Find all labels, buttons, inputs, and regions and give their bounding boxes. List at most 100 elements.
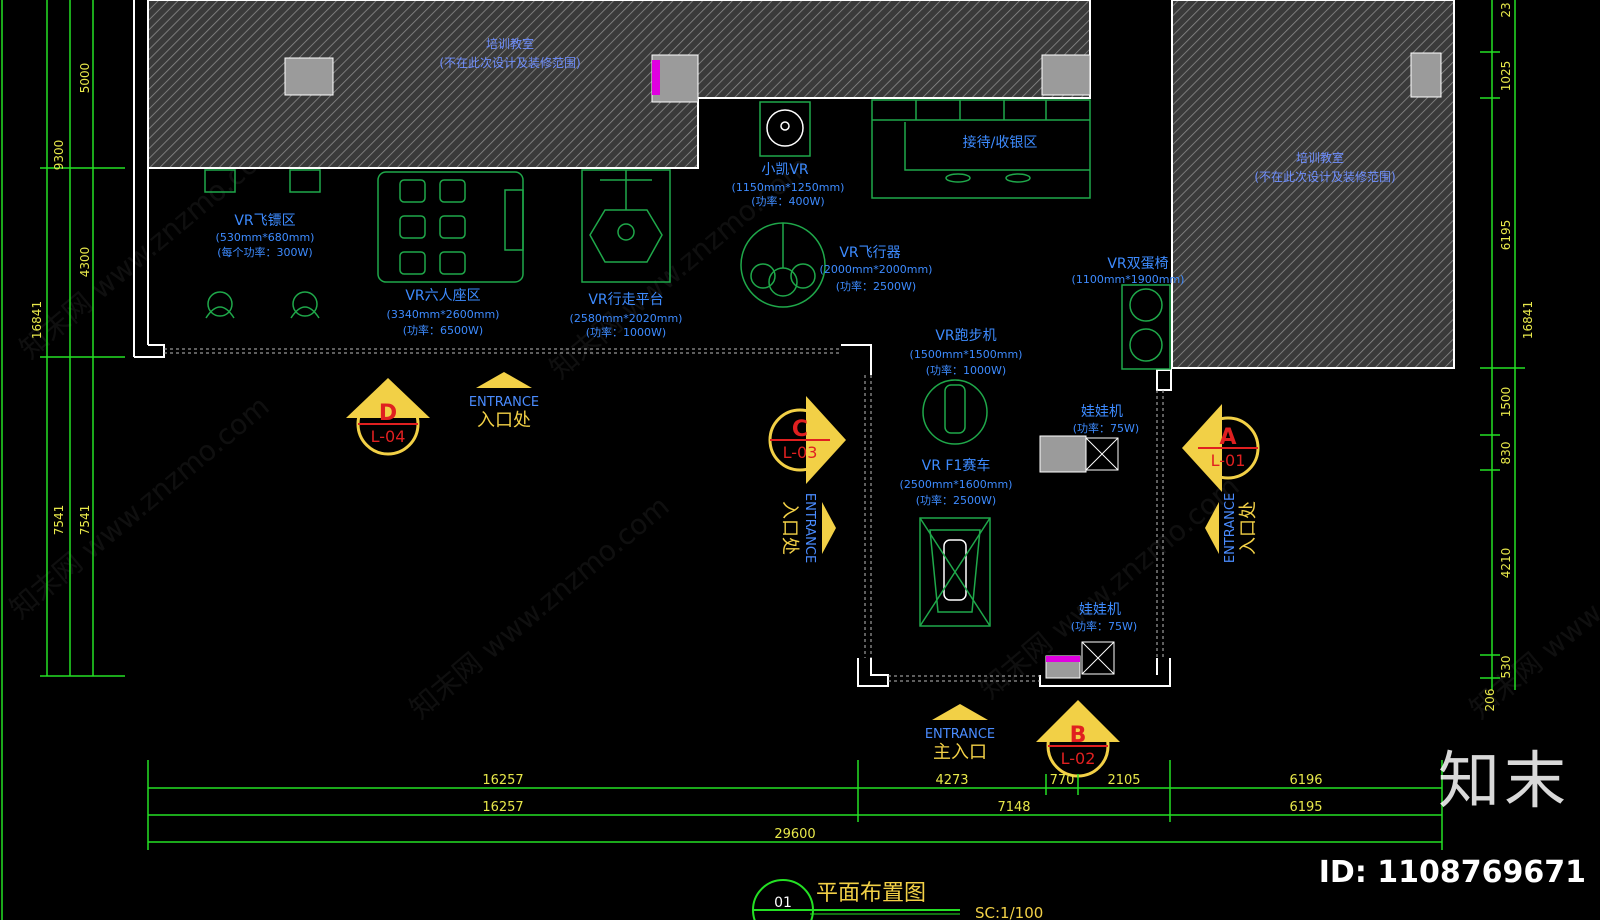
entrance-a-side: ENTRANCE 入口处 — [1205, 493, 1259, 563]
xiaokai-power: (功率：400W) — [751, 194, 824, 208]
classroom-right-name: 培训教室 — [1296, 150, 1344, 165]
flyer-power: (功率：2500W) — [836, 279, 916, 293]
marker-a-letter: A — [1219, 425, 1236, 450]
entrance-en-label: ENTRANCE — [469, 395, 539, 410]
left-dimension-group — [1, 0, 125, 920]
claw-machine-2-name: 娃娃机 — [1079, 602, 1121, 618]
dim-bottom-4: 2105 — [1107, 773, 1140, 788]
walk-platform-power: (功率：1000W) — [586, 325, 666, 339]
flyer-equipment — [740, 222, 826, 308]
claw-machine-1-power: (功率：75W) — [1073, 421, 1139, 435]
entrance-c-cn: 入口处 — [779, 501, 800, 555]
dim-right-4: 16841 — [1521, 301, 1535, 339]
reception-label: 接待/收银区 — [963, 134, 1038, 151]
classroom-left-note: (不在此次设计及装修范围) — [439, 55, 580, 70]
six-seat-power: (功率：6500W) — [403, 323, 483, 337]
xiaokai-size: (1150mm*1250mm) — [732, 181, 845, 194]
claw-machine-2 — [1045, 641, 1115, 679]
column — [1041, 54, 1091, 96]
marker-d-letter: D — [379, 401, 397, 426]
left-dimension-text: 5000 9300 4300 16841 7541 7541 — [30, 63, 92, 536]
marker-a-code: L-01 — [1211, 451, 1246, 470]
six-seat-size: (3340mm*2600mm) — [387, 308, 500, 321]
f1-power: (功率：2500W) — [916, 493, 996, 507]
dim-right-5: 1500 — [1499, 387, 1513, 418]
egg-chair-name: VR双蛋椅 — [1107, 256, 1168, 272]
claw-machine-1 — [1039, 435, 1119, 473]
dim-left-inner-3: 7541 — [78, 505, 92, 536]
dim-left-outer-2: 7541 — [52, 505, 66, 536]
watermark: 知末网 www.znzmo.com — [403, 489, 675, 725]
dim-right-6: 830 — [1499, 442, 1513, 465]
treadmill-name: VR跑步机 — [935, 328, 996, 344]
walls — [133, 0, 1455, 687]
marker-b-code: L-02 — [1061, 749, 1096, 768]
elevation-marker-b: B L-02 — [1036, 700, 1120, 778]
dim-bottom-7: 7148 — [997, 800, 1030, 815]
reception-counter — [871, 99, 1091, 199]
dart-equipment — [204, 169, 321, 319]
dart-zone-name: VR飞镖区 — [234, 213, 295, 229]
dim-right-7: 4210 — [1499, 548, 1513, 579]
right-dimension-text: 23 1025 6195 16841 1500 830 4210 530 206 — [1483, 2, 1535, 711]
accent-mark — [652, 60, 660, 95]
six-seat-equipment — [377, 171, 524, 283]
entrance-a-cn: 入口处 — [1238, 501, 1259, 555]
dim-bottom-3: 770 — [1050, 773, 1075, 788]
classroom-left: 培训教室 (不在此次设计及装修范围) — [147, 0, 1091, 169]
egg-chair-equipment — [1121, 284, 1171, 370]
bottom-dimension-lines — [147, 760, 1443, 850]
entrance-c-side: ENTRANCE 入口处 — [779, 493, 836, 563]
entrance-c-en: ENTRANCE — [802, 493, 817, 563]
dim-right-3: 6195 — [1499, 220, 1513, 251]
entrance-main: ENTRANCE 主入口 — [925, 704, 995, 763]
dart-zone-size: (530mm*680mm) — [216, 231, 315, 244]
classroom-right: 培训教室 (不在此次设计及装修范围) — [1171, 0, 1455, 369]
classroom-left-name: 培训教室 — [486, 36, 534, 51]
drawing-number: 01 — [774, 895, 792, 911]
marker-b-letter: B — [1070, 723, 1087, 748]
dim-left-outer-3: 16841 — [30, 301, 44, 339]
entrance-a-en: ENTRANCE — [1223, 493, 1238, 563]
dim-left-inner-1: 5000 — [78, 63, 92, 94]
claw-machine-2-power: (功率：75W) — [1071, 619, 1137, 633]
dim-right-1: 23 — [1499, 2, 1513, 17]
dashed-boundary — [164, 348, 1164, 682]
dim-bottom-2: 4273 — [935, 773, 968, 788]
walk-platform-name: VR行走平台 — [588, 292, 663, 308]
flyer-name: VR飞行器 — [839, 245, 900, 261]
classroom-right-note: (不在此次设计及装修范围) — [1254, 169, 1395, 184]
six-seat-name: VR六人座区 — [405, 288, 480, 304]
dim-right-2: 1025 — [1499, 61, 1513, 92]
treadmill-equipment — [922, 379, 988, 445]
marker-c-letter: C — [792, 417, 808, 442]
f1-size: (2500mm*1600mm) — [900, 478, 1013, 491]
dim-bottom-8: 6195 — [1289, 800, 1322, 815]
dim-bottom-5: 6196 — [1289, 773, 1322, 788]
title-block: 01 平面布置图 SC:1/100 — [752, 879, 1043, 920]
treadmill-power: (功率：1000W) — [926, 363, 1006, 377]
f1-name: VR F1赛车 — [922, 457, 991, 474]
watermark: 知末网 www.znzmo.com — [3, 389, 275, 625]
walk-platform-size: (2580mm*2020mm) — [570, 312, 683, 325]
brand-logo: 知末 — [1437, 744, 1570, 817]
xiaokai-name: 小凯VR — [761, 162, 809, 178]
dim-bottom-1: 16257 — [482, 773, 523, 788]
drawing-scale: SC:1/100 — [975, 904, 1043, 920]
marker-c-code: L-03 — [783, 443, 818, 462]
flyer-size: (2000mm*2000mm) — [820, 263, 933, 276]
dim-bottom-total: 29600 — [774, 827, 815, 842]
column — [1410, 52, 1442, 98]
dim-left-outer-1: 9300 — [52, 140, 66, 171]
right-dimension-group — [1480, 0, 1525, 690]
entrance-cn-label: 入口处 — [477, 410, 531, 431]
entrance-top-left: ENTRANCE 入口处 — [469, 372, 539, 431]
drawing-title: 平面布置图 — [816, 881, 926, 906]
marker-d-code: L-04 — [371, 427, 406, 446]
treadmill-size: (1500mm*1500mm) — [910, 348, 1023, 361]
dim-bottom-6: 16257 — [482, 800, 523, 815]
xiaokai-equipment — [759, 101, 811, 157]
column — [284, 57, 334, 96]
egg-chair-size: (1100mm*1900mm) — [1072, 273, 1185, 286]
